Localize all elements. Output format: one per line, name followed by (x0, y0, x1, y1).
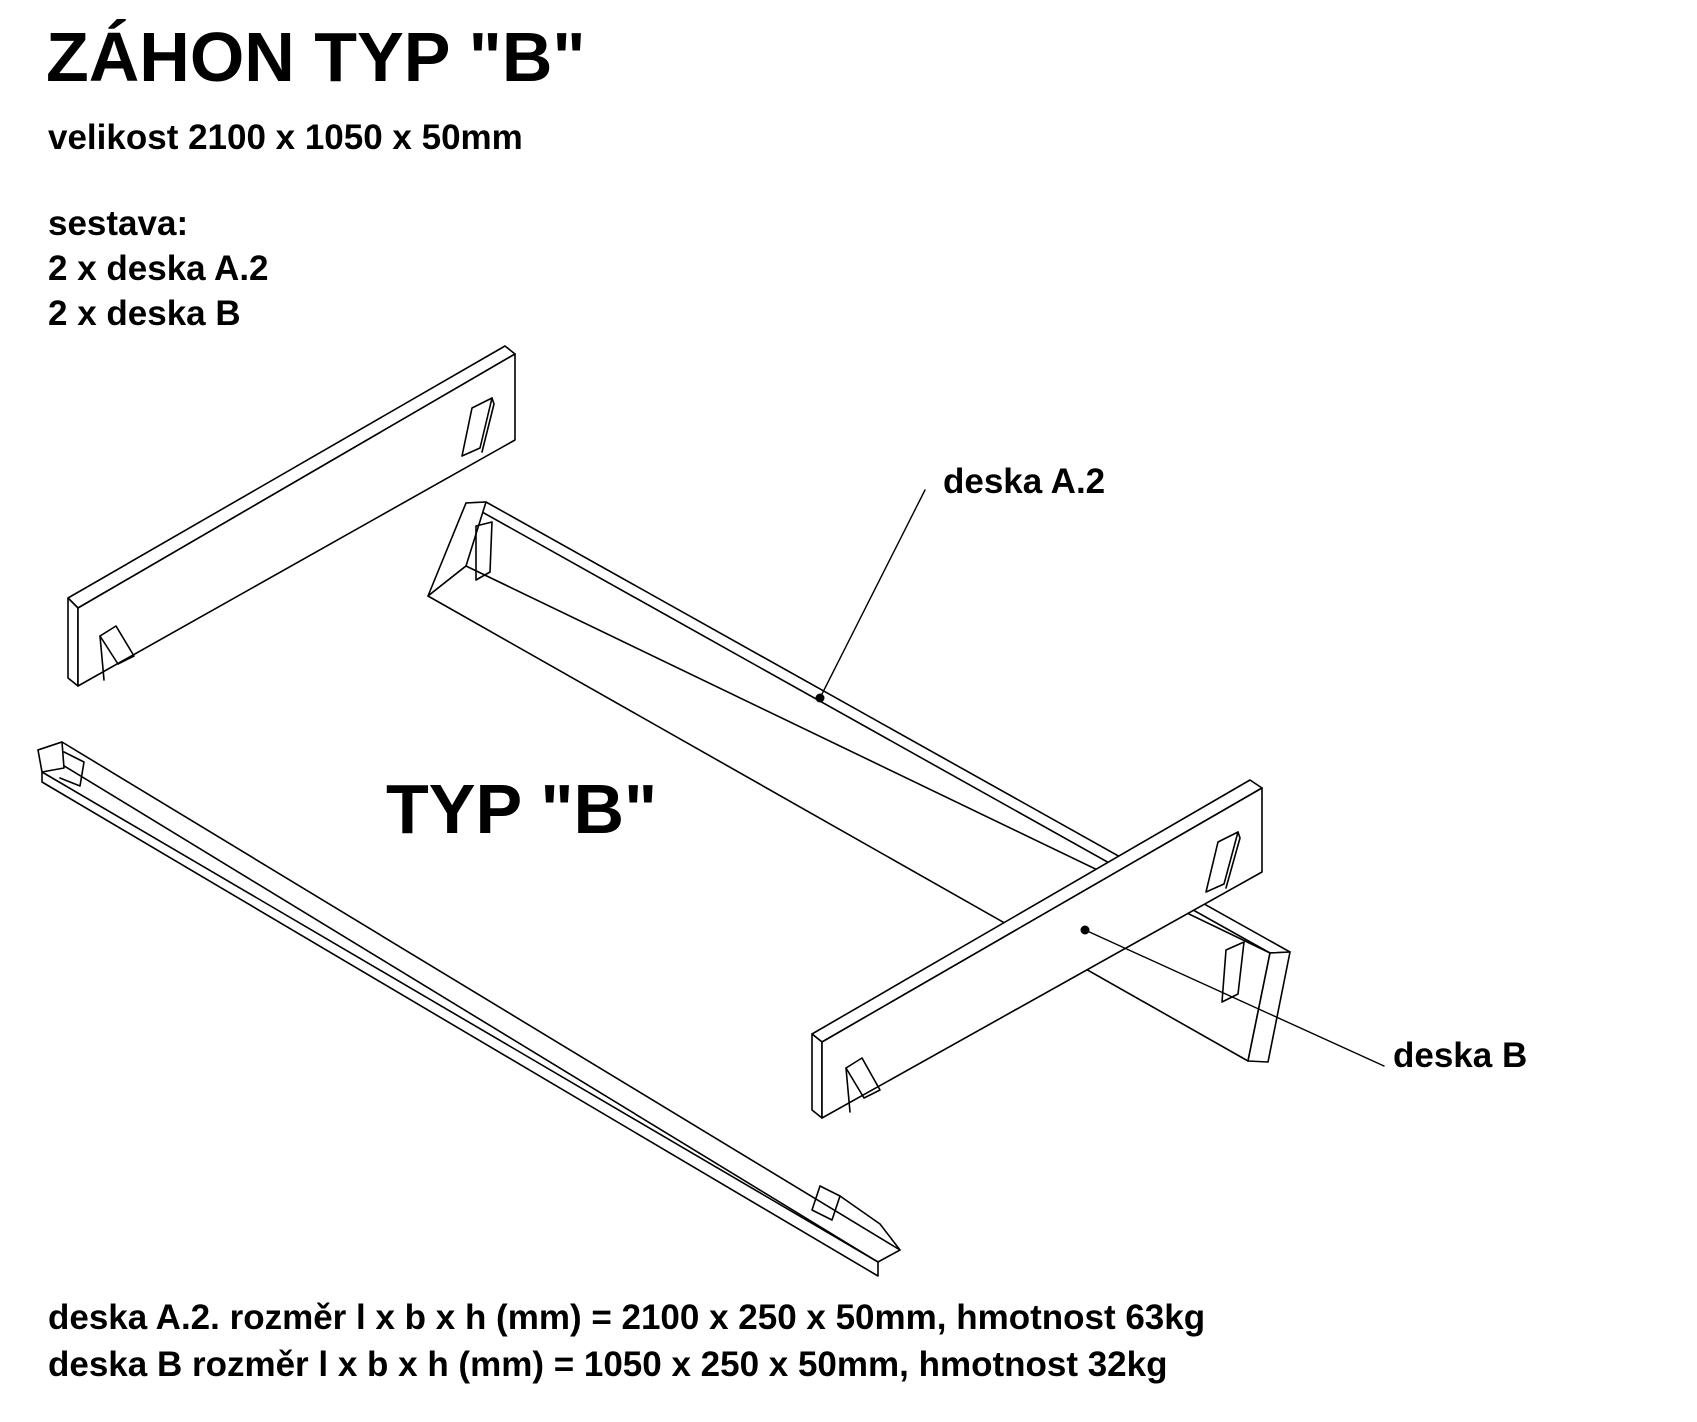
callout-board-a2: deska A.2 (943, 462, 1106, 501)
spec-line-a2: deska A.2. rozměr l x b x h (mm) = 2100 … (48, 1298, 1206, 1337)
board-b-right (811, 779, 1263, 1119)
assembly-heading: sestava: (48, 204, 189, 243)
callout-leaders (815, 489, 1385, 1067)
callout-board-b: deska B (1393, 1036, 1528, 1075)
type-label: TYP "B" (386, 770, 658, 848)
leader-a2 (819, 489, 926, 699)
assembly-item: 2 x deska B (48, 294, 241, 333)
assembly-item: 2 x deska A.2 (48, 249, 269, 288)
page-title: ZÁHON TYP "B" (46, 18, 586, 96)
leader-a2-dot (815, 693, 825, 703)
board-a2-front (37, 741, 901, 1277)
board-b-left (67, 345, 516, 687)
spec-line-b: deska B rozměr l x b x h (mm) = 1050 x 2… (48, 1345, 1168, 1384)
leader-b (1084, 929, 1385, 1067)
size-subtitle: velikost 2100 x 1050 x 50mm (48, 118, 523, 157)
leader-b-dot (1080, 925, 1090, 935)
